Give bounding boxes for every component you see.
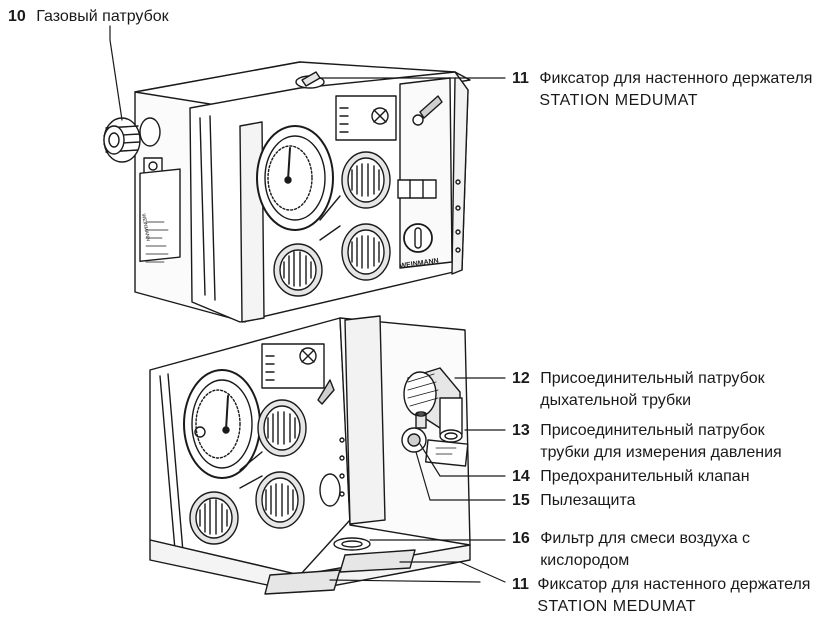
callout-text: Фильтр для смеси воздуха с кислородом bbox=[540, 530, 751, 569]
callout-10: 10 Газовый патрубок bbox=[8, 6, 169, 28]
lower-knob-top bbox=[257, 399, 307, 457]
callout-11-bottom: 11 Фиксатор для настенного держателя STA… bbox=[512, 574, 810, 618]
lower-knob-bottom bbox=[255, 471, 305, 529]
rating-plate: WEINMANN bbox=[139, 168, 181, 263]
callout-text: Пылезащита bbox=[540, 492, 636, 509]
callout-number: 13 bbox=[512, 422, 530, 439]
callout-text: Фиксатор для настенного держателя STATIO… bbox=[537, 576, 811, 615]
callout-text: Предохранительный клапан bbox=[540, 468, 750, 485]
callout-number: 11 bbox=[512, 70, 529, 87]
lower-device bbox=[149, 315, 471, 595]
callout-number: 14 bbox=[512, 468, 530, 485]
upper-device: WEINMANN WEINMANN bbox=[103, 61, 471, 323]
callout-text: Присоединительный патрубок дыхательной т… bbox=[540, 370, 765, 409]
callout-text: Фиксатор для настенного держателя STATIO… bbox=[539, 70, 813, 109]
upper-wall-holder-latch bbox=[295, 71, 325, 89]
breathing-tube-connector bbox=[403, 367, 463, 443]
upper-knob-left bbox=[273, 243, 323, 297]
callout-number: 10 bbox=[8, 8, 26, 25]
pressure-tube-connector bbox=[401, 411, 427, 453]
callout-text: Газовый патрубок bbox=[36, 8, 169, 25]
lower-wall-holder-latches bbox=[264, 549, 416, 595]
callout-16: 16 Фильтр для смеси воздуха с кислородом bbox=[512, 528, 750, 572]
upper-knob-bottom bbox=[341, 223, 391, 281]
lower-knob-left bbox=[189, 491, 239, 545]
callout-14: 14 Предохранительный клапан bbox=[512, 466, 750, 488]
callout-number: 15 bbox=[512, 492, 530, 509]
callout-11-top: 11 Фиксатор для настенного держателя STA… bbox=[512, 68, 812, 112]
svg-text:WEINMANN: WEINMANN bbox=[140, 213, 151, 242]
callout-number: 11 bbox=[512, 576, 529, 593]
callout-number: 12 bbox=[512, 370, 530, 387]
lower-pressure-gauge bbox=[183, 369, 261, 479]
gas-connector bbox=[103, 117, 161, 163]
callout-text: Присоединительный патрубок трубки для из… bbox=[540, 422, 782, 461]
callout-13: 13 Присоединительный патрубок трубки для… bbox=[512, 420, 782, 464]
upper-knob-top bbox=[341, 151, 391, 209]
air-oxygen-filter bbox=[333, 537, 371, 551]
upper-power-button bbox=[403, 223, 433, 253]
callout-12: 12 Присоединительный патрубок дыхательно… bbox=[512, 368, 765, 412]
upper-lever bbox=[419, 95, 443, 119]
callout-15: 15 Пылезащита bbox=[512, 490, 636, 512]
leader-lines bbox=[109, 25, 506, 583]
upper-pressure-gauge bbox=[256, 125, 334, 231]
callout-number: 16 bbox=[512, 530, 530, 547]
